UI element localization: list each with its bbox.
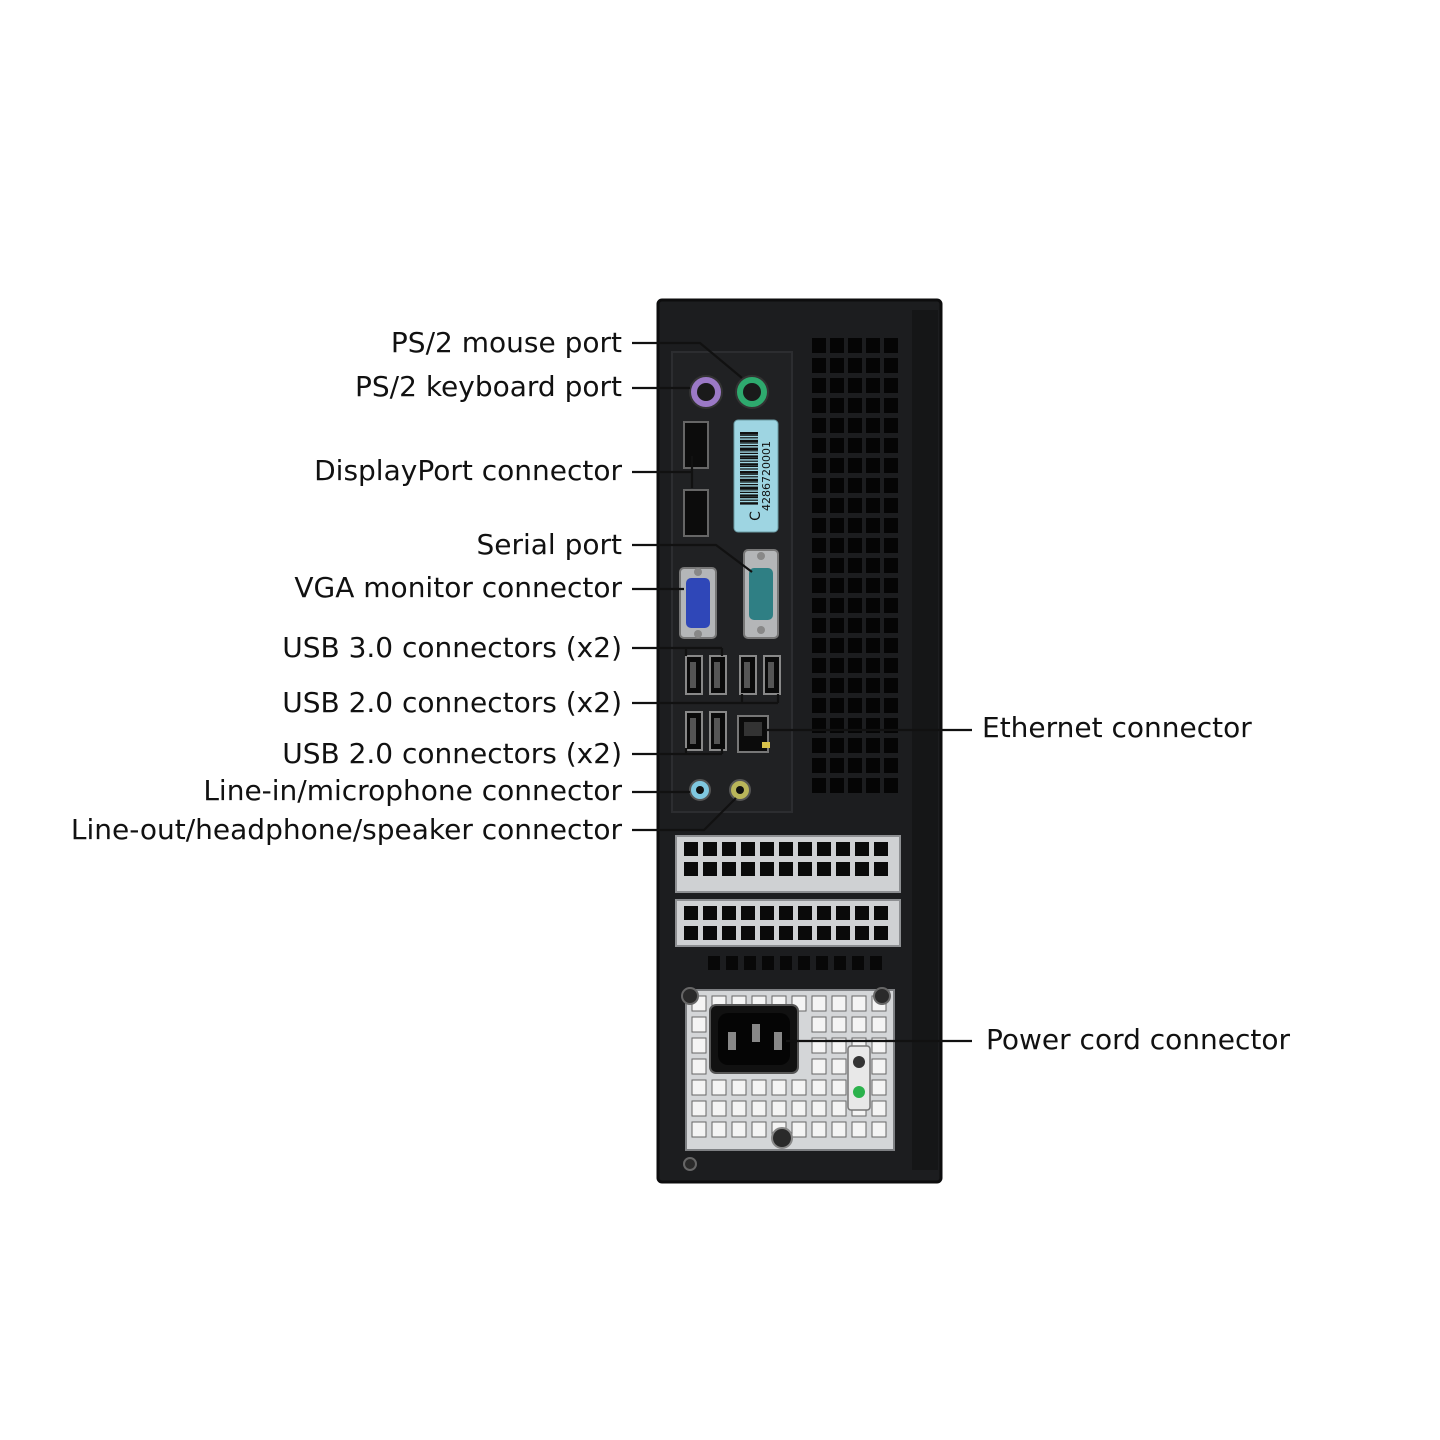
- lower-vent: [708, 956, 882, 970]
- label-usb3-connectors: USB 3.0 connectors (x2): [282, 631, 622, 664]
- vga-port: [679, 567, 717, 639]
- line-out-jack: [729, 779, 751, 801]
- line-in-jack: [689, 779, 711, 801]
- label-line-in-microphone-connector: Line-in/microphone connector: [203, 774, 622, 807]
- power-supply: [685, 989, 895, 1151]
- top-vent-grid: [812, 338, 898, 793]
- ps2-mouse-port: [735, 375, 769, 409]
- label-displayport-connector: DisplayPort connector: [314, 454, 622, 487]
- label-usb2-connectors-lower: USB 2.0 connectors (x2): [282, 737, 622, 770]
- label-power-cord-connector: Power cord connector: [986, 1023, 1291, 1056]
- sticker-number: 4286720001: [760, 441, 773, 511]
- label-ps2-mouse-port: PS/2 mouse port: [390, 326, 622, 359]
- screw-icon: [683, 1157, 697, 1171]
- label-ethernet-connector: Ethernet connector: [982, 711, 1252, 744]
- ethernet-port: [737, 715, 770, 753]
- callout-leader-lines: [632, 341, 972, 1043]
- serial-port: [743, 549, 779, 639]
- serial-sticker: C 4286720001: [733, 419, 779, 533]
- expansion-slot-2: [675, 899, 901, 947]
- ps2-keyboard-port: [689, 375, 723, 409]
- label-usb2-connectors-upper: USB 2.0 connectors (x2): [282, 686, 622, 719]
- label-vga-monitor-connector: VGA monitor connector: [294, 571, 622, 604]
- displayport-connectors: [683, 421, 709, 537]
- label-serial-port: Serial port: [476, 528, 622, 561]
- screw-icon: [873, 987, 891, 1005]
- usb-port-group: [685, 655, 781, 751]
- screw-icon: [681, 987, 699, 1005]
- label-line-out-headphone-speaker-connector: Line-out/headphone/speaker connector: [70, 813, 622, 846]
- expansion-slot-1: [675, 835, 901, 893]
- sticker-letter: C: [748, 511, 764, 521]
- chassis-right-rail: [912, 310, 938, 1170]
- label-ps2-keyboard-port: PS/2 keyboard port: [355, 370, 622, 403]
